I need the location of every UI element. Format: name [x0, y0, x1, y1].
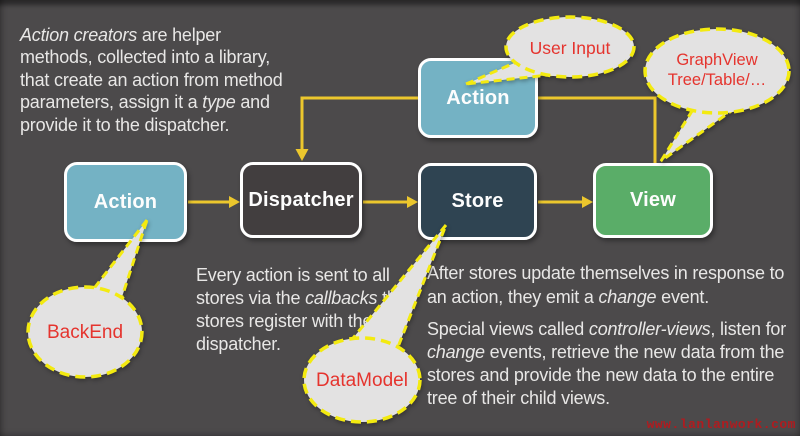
bubble-label-data-model: DataModel: [316, 370, 408, 391]
node-label: Action: [93, 190, 158, 213]
arrowhead-right-icon: [229, 196, 240, 208]
bubble-label-user-input: User Input: [529, 38, 611, 58]
bubble-data-model: [302, 224, 448, 424]
bubble-back-end: [26, 219, 149, 379]
node-label: View: [629, 189, 676, 211]
paragraph-views-note: Special views called controller-views, l…: [427, 319, 787, 408]
bubble-graph-view: [643, 27, 791, 163]
paragraph-store-note: After stores update themselves in respon…: [427, 263, 785, 307]
bubble-label-line: Tree/Table/…: [667, 70, 767, 89]
arrowhead-right-icon: [407, 196, 418, 208]
bubble-user-input: [465, 15, 636, 86]
node-dispatcher: Dispatcher: [240, 162, 362, 238]
node-view: View: [593, 163, 713, 238]
arrow-dispatcher-to-store: [363, 196, 418, 208]
arrow-action-to-dispatcher: [188, 196, 240, 208]
bubble-tail-data-model: [346, 224, 448, 354]
node-store: Store: [418, 163, 537, 240]
bubble-label-graph-view: GraphView Tree/Table/…: [647, 51, 787, 90]
node-label: Action: [446, 86, 510, 109]
bubble-ellipse-user-input: [504, 15, 636, 79]
arrowhead-into-dispatcher-top-icon: [295, 149, 309, 161]
arrowhead-right-icon: [582, 196, 593, 208]
bubble-ellipse-data-model: [302, 336, 422, 424]
bubble-label-line: GraphView: [676, 51, 758, 69]
bubble-ellipse-back-end: [26, 285, 144, 379]
node-label: Dispatcher: [248, 188, 354, 211]
bubble-ellipse-graph-view: [643, 27, 791, 115]
node-label: Store: [451, 190, 504, 212]
bubble-tail-graph-view: [659, 101, 738, 163]
bubble-label-back-end: BackEnd: [46, 322, 124, 343]
node-action-left: Action: [64, 162, 187, 242]
watermark: www.lanlanwork.com: [646, 417, 796, 432]
arrow-store-to-view: [538, 196, 593, 208]
